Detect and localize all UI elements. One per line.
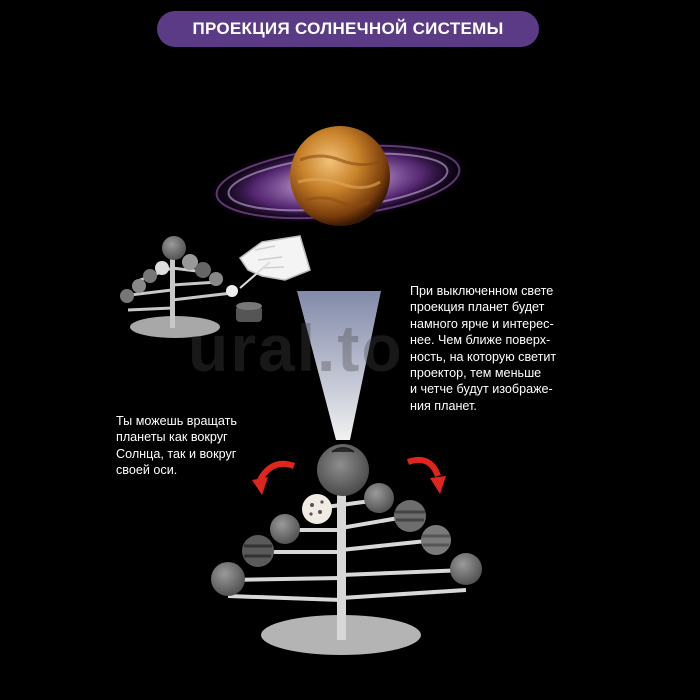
page-title: ПРОЕКЦИЯ СОЛНЕЧНОЙ СИСТЕМЫ bbox=[157, 11, 539, 47]
large-solar-system-model bbox=[211, 444, 482, 655]
rotate-left-arrow-icon bbox=[252, 460, 296, 495]
venus-projection bbox=[290, 126, 390, 226]
rotate-right-arrow-icon bbox=[406, 456, 446, 494]
hand-icon bbox=[238, 235, 311, 289]
watermark-logo: ural.to bbox=[188, 311, 404, 385]
tip-text-lighting: При выключенном свете проекция планет бу… bbox=[410, 284, 557, 413]
projector-beam bbox=[297, 291, 381, 440]
tip-text-rotation: Ты можешь вращать планеты как вокруг Сол… bbox=[116, 414, 237, 478]
small-solar-system-model bbox=[120, 236, 262, 338]
